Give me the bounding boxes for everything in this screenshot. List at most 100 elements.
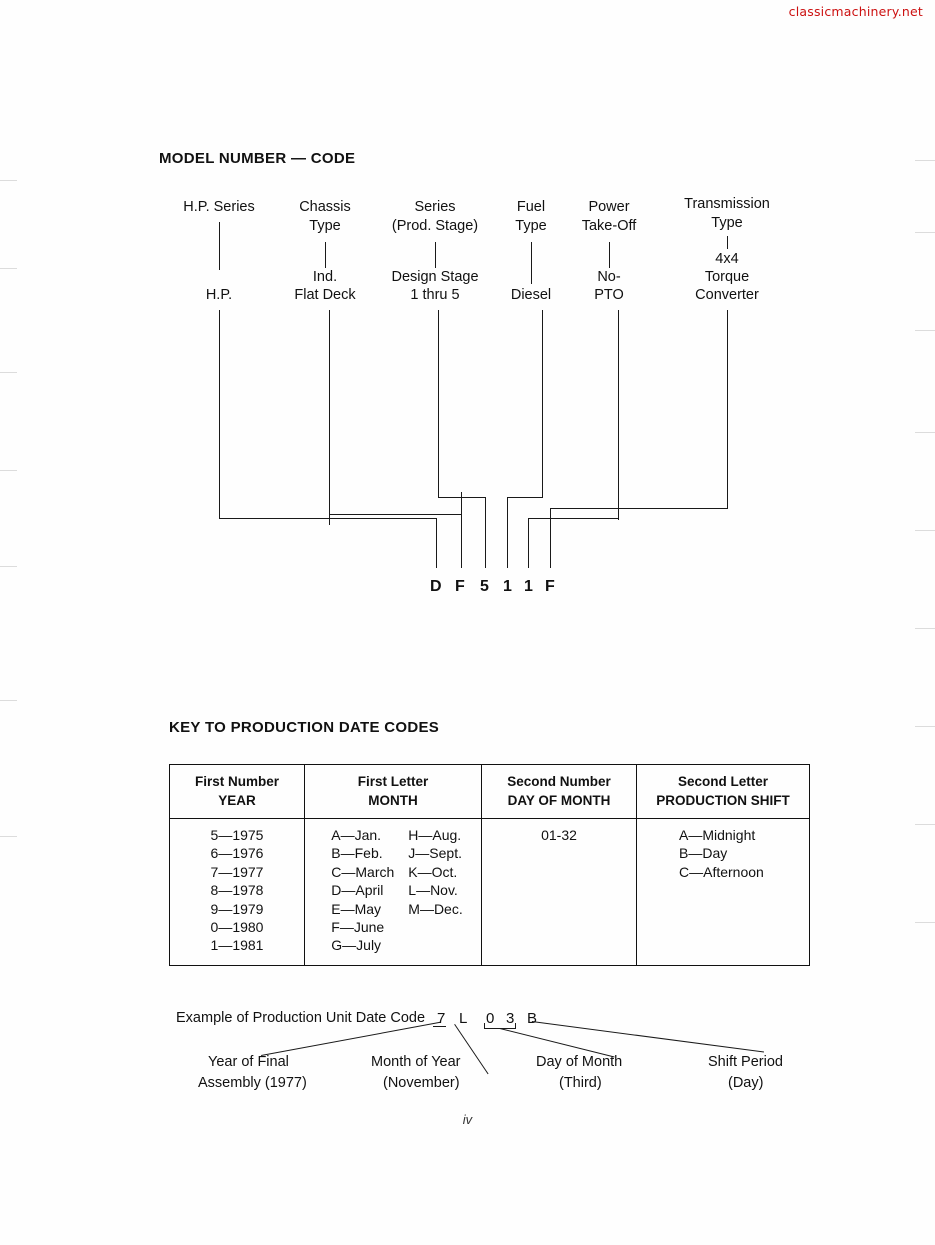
month-code-item: J—Sept. — [408, 845, 462, 862]
scan-artifact — [915, 330, 935, 331]
leader-drop-pto — [618, 310, 619, 520]
example-callout-day-line1: Day of Month — [536, 1054, 623, 1070]
shift-code-list: A—Midnight B—Day C—Afternoon — [637, 826, 809, 881]
year-code-item: 6—1976 — [210, 845, 264, 862]
header-line1: Second Number — [507, 774, 611, 789]
leader-tick-d — [436, 518, 437, 568]
column-value-fuel: Diesel — [510, 287, 552, 303]
column-value-pto-line1: No- — [597, 269, 621, 285]
model-code-char-4: 1 — [503, 578, 512, 595]
scan-artifact — [915, 432, 935, 433]
month-code-column-first: A—Jan. B—Feb. C—March D—April E—May F—Ju… — [331, 826, 394, 955]
scan-artifact — [915, 160, 935, 161]
scan-artifact — [915, 726, 935, 727]
month-code-item: E—May — [331, 900, 382, 917]
connector-tick-hp — [219, 222, 220, 270]
column-title-transmission-line1: Transmission — [684, 196, 770, 212]
example-callout-shift-line2: (Day) — [728, 1075, 764, 1091]
month-code-item: A—Jan. — [331, 827, 382, 843]
column-title-hp-series: H.P. Series — [183, 199, 255, 215]
scan-artifact — [915, 628, 935, 629]
header-second-letter-shift: Second Letter PRODUCTION SHIFT — [636, 764, 810, 819]
header-second-number-day: Second Number DAY OF MONTH — [481, 764, 637, 819]
column-title-fuel-line1: Fuel — [516, 199, 546, 215]
model-code-char-3: 5 — [480, 578, 489, 595]
year-code-item: 5—1975 — [210, 827, 264, 843]
example-code-char-2: L — [459, 1010, 468, 1027]
example-callout-year-line1: Year of Final — [208, 1054, 289, 1070]
column-value-pto-line2: PTO — [594, 287, 624, 303]
column-value-transmission-line3: Converter — [695, 287, 759, 303]
month-code-item: D—April — [331, 882, 384, 899]
example-intro-text: Example of Production Unit Date Code — [176, 1010, 426, 1026]
leader-drop-hp — [219, 310, 220, 519]
cell-months: A—Jan. B—Feb. C—March D—April E—May F—Ju… — [304, 818, 482, 966]
leader-tick-1b — [528, 518, 529, 568]
model-code-char-1: D — [430, 578, 442, 595]
month-code-item: M—Dec. — [408, 900, 463, 917]
leader-tick-f1 — [461, 492, 462, 568]
scan-artifact — [915, 922, 935, 923]
column-value-transmission-line1: 4x4 — [715, 251, 739, 267]
model-code-char-6: F — [545, 578, 555, 595]
model-number-heading: MODEL NUMBER — CODE — [159, 150, 356, 167]
page-number: iv — [462, 1112, 473, 1127]
scan-artifact — [0, 836, 17, 837]
example-underline-year — [433, 1026, 446, 1027]
leader-jog-pto — [528, 518, 619, 519]
example-bracket-left — [484, 1023, 485, 1029]
leader-jog-chassis — [329, 514, 462, 515]
header-line1: First Letter — [357, 774, 429, 789]
month-code-item: B—Feb. — [331, 845, 383, 862]
connector-tick-transmission — [727, 236, 728, 249]
leader-jog-fuel — [507, 497, 543, 498]
example-code-char-4: 3 — [506, 1010, 515, 1027]
header-line1: Second Letter — [677, 774, 769, 789]
example-code-char-3: 0 — [486, 1010, 495, 1027]
cell-production-shift: A—Midnight B—Day C—Afternoon — [636, 818, 810, 966]
scan-artifact — [0, 700, 17, 701]
column-title-pto-line1: Power — [588, 199, 630, 215]
scan-artifact — [0, 372, 17, 373]
table-header-row: First Number YEAR First Letter MONTH Sec… — [169, 764, 810, 819]
shift-code-item: C—Afternoon — [679, 863, 764, 880]
column-value-series-line1: Design Stage — [391, 269, 479, 285]
leader-drop-series — [438, 310, 439, 498]
connector-tick-series — [435, 242, 436, 268]
header-line2: DAY OF MONTH — [507, 793, 611, 808]
leader-jog-hp — [219, 518, 437, 519]
example-callout-day-line2: (Third) — [559, 1075, 602, 1091]
header-line2: YEAR — [218, 793, 256, 808]
month-code-item: K—Oct. — [408, 863, 458, 880]
column-title-fuel-line2: Type — [515, 218, 547, 234]
scan-artifact — [0, 180, 17, 181]
cell-years: 5—1975 6—1976 7—1977 8—1978 9—1979 0—198… — [169, 818, 305, 966]
year-code-item: 8—1978 — [210, 882, 264, 899]
example-callout-month-line2: (November) — [383, 1075, 460, 1091]
year-code-list: 5—1975 6—1976 7—1977 8—1978 9—1979 0—198… — [170, 826, 304, 955]
month-code-column-second: H—Aug. J—Sept. K—Oct. L—Nov. M—Dec. — [408, 826, 462, 955]
header-first-letter-month: First Letter MONTH — [304, 764, 482, 819]
month-code-item: C—March — [331, 863, 395, 880]
example-code-char-5: B — [527, 1010, 538, 1027]
leader-jog-transmission — [550, 508, 728, 509]
leader-drop-fuel — [542, 310, 543, 498]
scan-artifact — [915, 232, 935, 233]
example-code-char-1: 7 — [437, 1010, 446, 1027]
column-value-chassis-line2: Flat Deck — [294, 287, 356, 303]
month-code-item: L—Nov. — [408, 882, 458, 899]
month-code-item: G—July — [331, 937, 382, 954]
example-callout-year-line2: Assembly (1977) — [198, 1075, 307, 1091]
leader-tick-5 — [485, 497, 486, 568]
column-title-series-line1: Series — [414, 199, 456, 215]
header-line2: PRODUCTION SHIFT — [656, 793, 790, 808]
year-code-item: 0—1980 — [210, 919, 264, 936]
shift-code-item: A—Midnight — [679, 827, 756, 843]
column-title-chassis-line2: Type — [309, 218, 341, 234]
column-value-transmission-line2: Torque — [704, 269, 750, 285]
column-value-series-line2: 1 thru 5 — [410, 287, 460, 303]
day-range-value: 01-32 — [541, 827, 577, 843]
cell-day-of-month: 01-32 — [481, 818, 637, 966]
example-callout-month-line1: Month of Year — [371, 1054, 461, 1070]
